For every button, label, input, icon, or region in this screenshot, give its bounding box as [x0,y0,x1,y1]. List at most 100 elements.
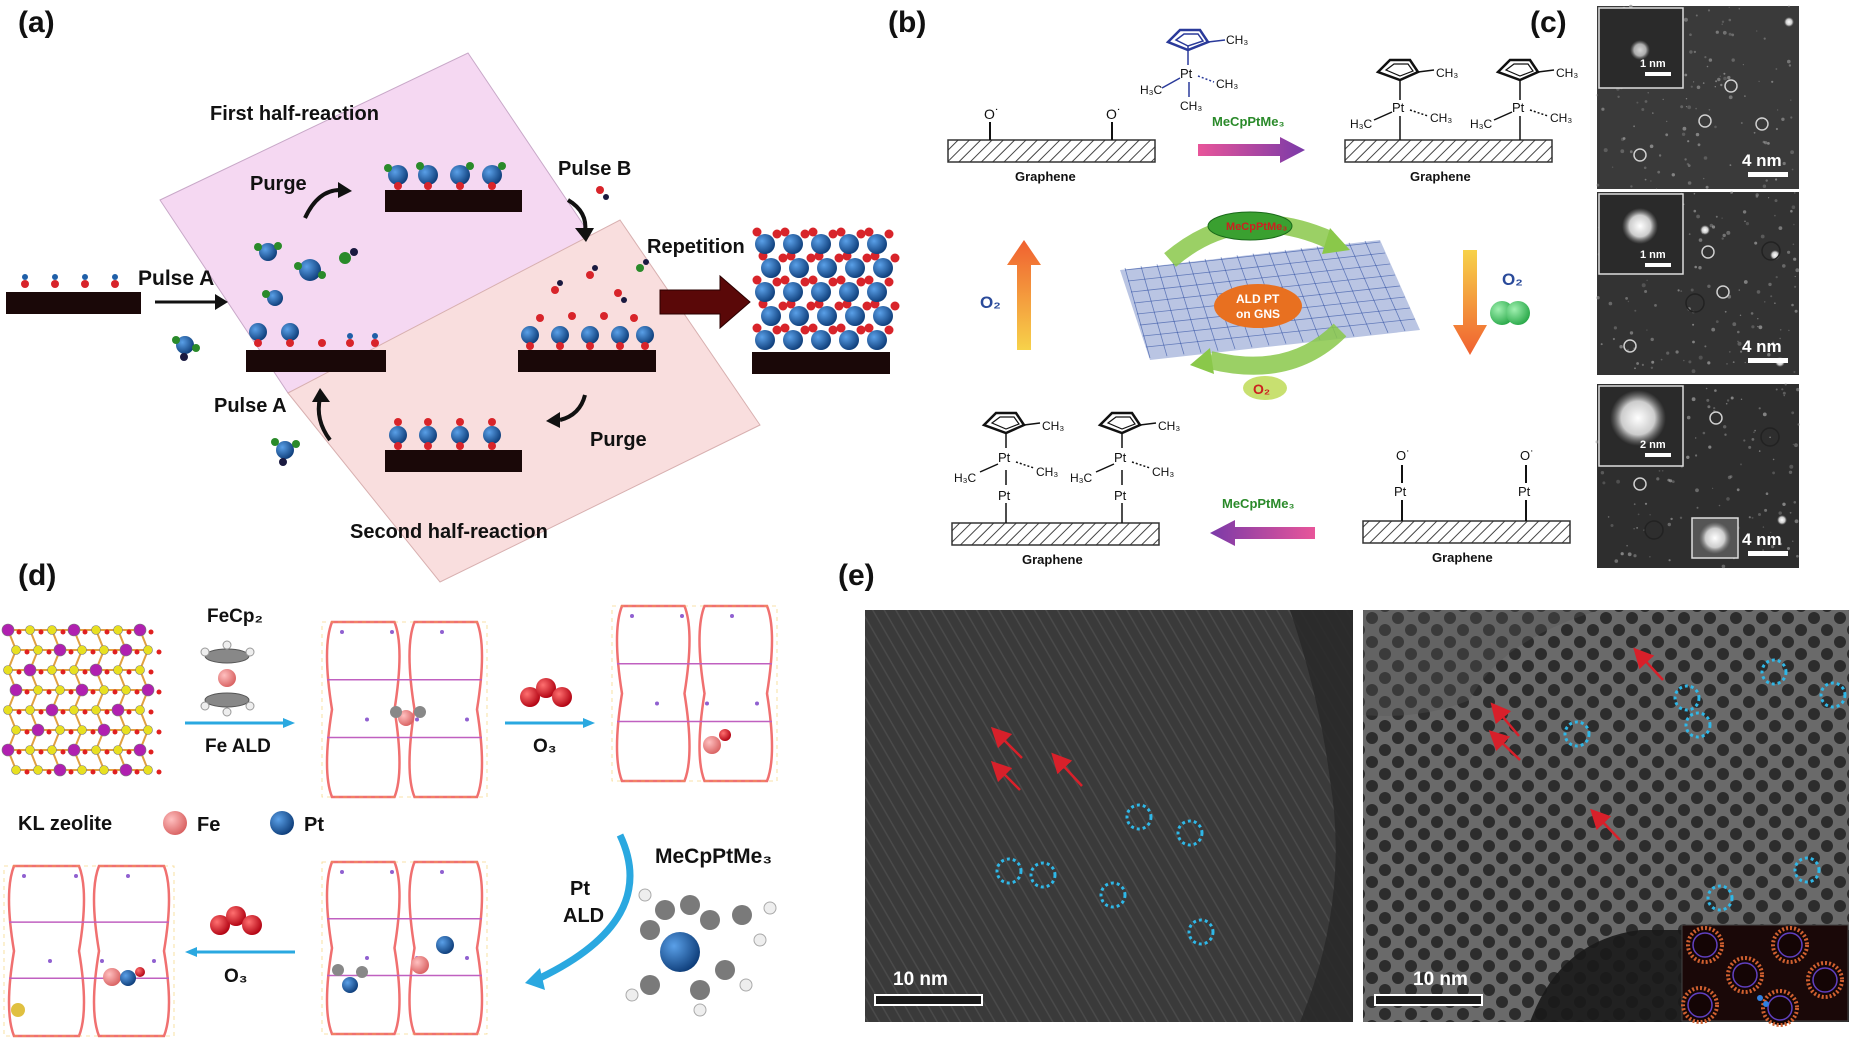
fe-atom-icon [163,811,187,835]
graphene-label-4: Graphene [1432,550,1493,565]
precursor-molecule-icon [172,336,200,361]
purge-label-1: Purge [250,173,307,195]
panel-d: (d) FeCp₂ Fe ALD O₃ KL zeolite Fe Pt [1,559,778,1038]
arrow-down [1453,250,1487,355]
substrate-mid-right [518,350,656,372]
mecpptme3-molecule-icon: CH₃ Pt H₃C CH₃ CH₃ [1140,28,1248,113]
svg-text:Pt: Pt [1180,66,1193,81]
graphene-bottom-right [1362,520,1571,544]
single-atom-circles-c [1623,79,1781,540]
scale-bars-c [1748,172,1788,556]
oxygen-molecule-icon-green [1490,301,1530,325]
panel-c-label: (c) [1530,6,1567,39]
first-half-reaction-label: First half-reaction [210,103,379,125]
ozone-molecule-icon-1 [520,678,572,707]
svg-text:H₃C: H₃C [1140,83,1163,97]
svg-text:Pt: Pt [998,488,1011,503]
svg-text:CH₃: CH₃ [1226,33,1248,47]
o2-label-right: O₂ [1502,270,1523,289]
panel-e: (e) 10 nm 10 nm [838,559,1849,1027]
cycle-top-label: MeCpPtMe₃ [1226,221,1287,233]
ferrocene-molecule-icon [200,640,255,717]
pulse-b-label: Pulse B [558,158,631,180]
center-label-1: ALD PT [1236,292,1280,306]
scale-e-left: 10 nm [893,969,948,990]
panel-b-label: (b) [888,6,926,39]
graphene-bottom-left [951,522,1160,546]
mecpptme3-3d-molecule-icon [625,888,777,1017]
o3-label-2: O₃ [224,966,248,987]
graphene-top-right [1344,139,1553,163]
purge-arrow-1 [303,188,341,219]
repetition-label: Repetition [647,236,745,258]
substrate-top [385,190,522,212]
pt-ald-label-2: ALD [563,905,604,927]
scale-bar-e-right [1374,994,1483,1006]
inset-scale-3: 2 nm [1640,439,1666,451]
ozone-molecule-icon-2 [210,906,262,935]
single-atom-circles-e [995,658,1847,946]
pulse-a-label: Pulse A [138,267,214,290]
multilayer-film [752,227,900,350]
adsorbed-molecules-top [384,162,506,190]
pt-legend-label: Pt [304,814,324,836]
panel-e-label: (e) [838,559,875,592]
cycle-bottom-label: O₂ [1253,381,1270,397]
svg-text:Pt: Pt [1392,100,1405,115]
substrate-bottom [385,450,522,472]
arrow-top [1198,137,1305,163]
o-radical-1: O˙ [984,106,1000,122]
arrow-pt-ald [538,833,634,982]
panel-c: (c) 1 nm 1 nm 2 nm 4 nm 4 nm [1530,4,1800,569]
arrow-bottom [1210,520,1315,546]
o2-label-left: O₂ [980,293,1001,312]
svg-text:H₃C: H₃C [1070,471,1093,485]
scale-c1: 4 nm [1742,151,1782,170]
kl-zeolite-structure [1,623,162,777]
svg-text:H₃C: H₃C [1350,117,1373,131]
svg-text:CH₃: CH₃ [1550,111,1572,125]
svg-text:CH₃: CH₃ [1042,419,1064,433]
fe-ald-label: Fe ALD [205,736,271,757]
pt-atom-icon [270,811,294,835]
adsorbed-molecules-bottom [389,418,501,450]
svg-text:H₃C: H₃C [1470,117,1493,131]
svg-text:H₃C: H₃C [954,471,977,485]
second-half-reaction-box [287,219,761,583]
gas-molecules-a [254,242,358,306]
svg-text:Pt: Pt [1518,484,1531,499]
fecp2-label: FeCp₂ [207,606,263,627]
svg-text:CH₃: CH₃ [1556,66,1578,80]
purge-label-2: Purge [590,429,647,451]
svg-text:CH₃: CH₃ [1436,66,1458,80]
svg-text:CH₃: CH₃ [1216,77,1238,91]
pulse-a-label-2: Pulse A [214,395,287,417]
graphene-label-2: Graphene [1410,169,1471,184]
stem-image-e-left [865,610,1353,1022]
svg-text:Pt: Pt [1512,100,1525,115]
precursor-label-bottom: MeCpPtMe₃ [1222,496,1294,511]
graphene-top-left [947,139,1156,163]
scale-c3: 4 nm [1742,530,1782,549]
pt-ald-label-1: Pt [570,878,590,900]
svg-text:Pt: Pt [1114,450,1127,465]
panel-d-label: (d) [18,559,56,592]
svg-text:CH₃: CH₃ [1158,419,1180,433]
svg-text:CH₃: CH₃ [1180,99,1202,113]
panel-a: (a) First half-reaction Second half-reac… [6,6,900,583]
svg-text:CH₃: CH₃ [1152,465,1174,479]
svg-text:CH₃: CH₃ [1036,465,1058,479]
scale-bar-e-left [874,994,983,1006]
svg-text:Pt: Pt [998,450,1011,465]
panel-b: (b) Graphene O˙ O˙ CH₃ Pt H₃C CH₃ CH₃ Me… [888,6,1578,567]
adsorbed-molecules-b [521,312,654,350]
precursor-molecule-icon-2 [271,438,300,466]
purge-arrow-2 [559,394,587,422]
graphene-label-3: Graphene [1022,552,1083,567]
repetition-arrow [659,274,751,330]
scale-c2: 4 nm [1742,337,1782,356]
svg-text:O˙: O˙ [1520,448,1534,463]
